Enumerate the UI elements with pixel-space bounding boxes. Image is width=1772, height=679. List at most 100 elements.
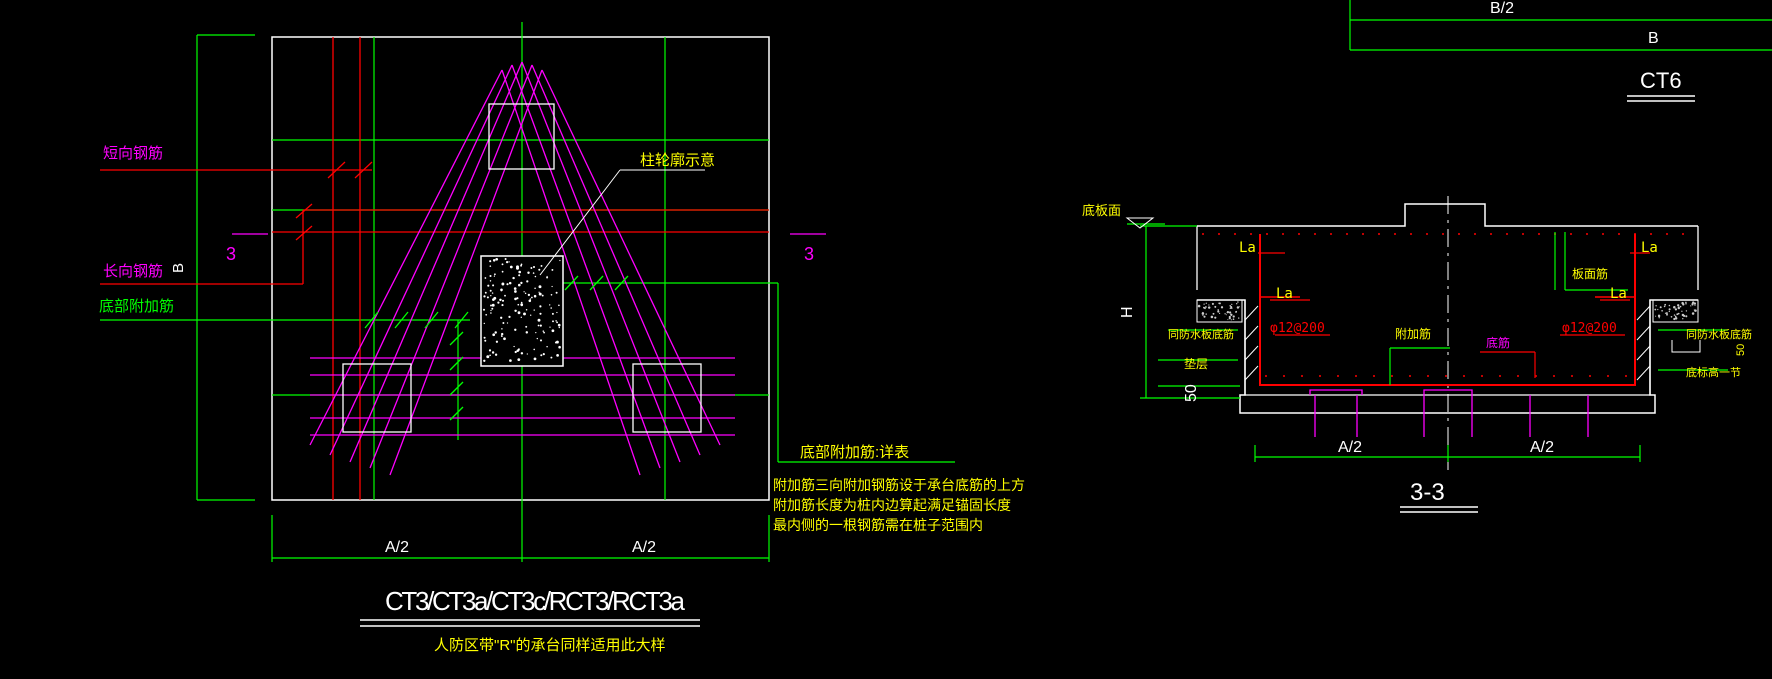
hatch-dot (1217, 310, 1220, 313)
label-face-bar: 板面筋 (1572, 266, 1608, 281)
hatch-dot (1205, 313, 1207, 315)
hatch-dot (1657, 314, 1661, 318)
label-bottom-additional-bar: 底部附加筋 (99, 298, 174, 315)
hatch-dot (1238, 306, 1240, 308)
hatch-dot (1664, 312, 1667, 314)
hatch-dot (501, 299, 505, 302)
leader-column (539, 169, 621, 276)
hatch-dot (1681, 313, 1685, 317)
level-triangle (1125, 217, 1155, 229)
hatch-dot (1681, 310, 1683, 312)
section-dim-left: A/2 (1338, 439, 1362, 456)
hatch-dot (514, 297, 517, 301)
column-outline (480, 255, 564, 367)
hatch-dot (502, 322, 505, 324)
hatch-dot (513, 287, 517, 290)
hatch-dot (542, 353, 545, 356)
hatch-dot (1228, 317, 1231, 320)
hatch-dot (1228, 311, 1232, 314)
note-line-2: 附加筋长度为桩内边算起满足锚固长度 (773, 497, 1011, 513)
dimension-label-a-half-right: A/2 (632, 539, 656, 556)
hatch-dot (533, 309, 535, 311)
hatch-dot (500, 316, 503, 319)
hatch-dot (556, 311, 558, 314)
hatch-dot (539, 312, 542, 315)
hatch-dot (500, 298, 502, 301)
hatch-dot (1203, 306, 1205, 309)
hatch-dot (494, 353, 498, 356)
hatch-dot (483, 336, 486, 339)
hatch-dot (491, 292, 494, 294)
hatch-dot (551, 285, 553, 288)
hatch-dot (1674, 317, 1678, 320)
hatch-dot (1235, 311, 1237, 313)
hatch-dot (1214, 316, 1217, 319)
hatch-dot (492, 259, 496, 262)
hatch-dot (491, 303, 495, 307)
hatch-dot (551, 329, 555, 333)
hatch-dot (1668, 304, 1671, 307)
hatch-dot (518, 274, 521, 277)
hatch-dot (1212, 312, 1215, 315)
section-green-lines (1127, 223, 1728, 462)
hatch-dot (530, 314, 532, 316)
hatch-dot (520, 281, 523, 285)
hatch-dot (1227, 319, 1229, 321)
hatch-dot (539, 339, 543, 342)
hatch-dot (525, 331, 529, 334)
column-concrete-hatch (482, 257, 561, 362)
hatch-dot (538, 292, 542, 296)
hatch-dot (1694, 309, 1697, 312)
label-50: 50 (1183, 384, 1200, 402)
pile-outline (632, 363, 702, 433)
hatch-dot (1230, 305, 1233, 309)
hatch-dot (1225, 314, 1227, 316)
hatch-dot (523, 291, 525, 293)
hatch-dot (1691, 303, 1694, 306)
hatch-dot (1685, 302, 1687, 305)
hatch-dot (517, 358, 521, 361)
hatch-dot (532, 265, 536, 269)
hatch-dot (1663, 305, 1666, 308)
hatch-dot (1685, 310, 1688, 312)
hatch-dot (483, 295, 486, 298)
hatch-dot (520, 352, 524, 355)
hatch-dot (532, 272, 535, 274)
hatch-dot (528, 299, 532, 303)
hatch-dot (1205, 302, 1207, 304)
hatch-dot (557, 323, 561, 327)
label-rebar-right: φ12@200 (1562, 321, 1617, 336)
hatch-dot (1674, 306, 1676, 308)
hatch-dot (525, 308, 528, 311)
hatch-dot (1658, 317, 1660, 319)
hatch-dot (534, 287, 536, 289)
hatch-dot (482, 308, 486, 311)
hatch-dot (513, 345, 515, 348)
hatch-dot (486, 355, 490, 359)
la-leaders (1258, 252, 1650, 378)
label-transverse-bar: 短向钢筋 (103, 145, 163, 162)
hatch-dot (543, 331, 545, 334)
hatch-dot (1659, 306, 1662, 309)
hatch-dot (489, 260, 492, 263)
hatch-dot (550, 307, 553, 309)
pile-cap-outline (271, 36, 770, 501)
hatch-dot (1655, 305, 1657, 307)
note-title: 底部附加筋:详表 (800, 444, 909, 461)
slab-top-outline (1197, 203, 1698, 227)
hatch-dot (509, 265, 513, 269)
label-bottom-bar: 底筋 (1486, 335, 1510, 350)
hatch-dot (495, 340, 499, 343)
hatch-dot (514, 328, 517, 331)
hatch-dot (556, 321, 558, 324)
section-dim-right: A/2 (1530, 439, 1554, 456)
hatch-dot (1664, 303, 1667, 306)
hatch-dot (500, 335, 503, 337)
hatch-dot (490, 304, 492, 307)
hatch-dot (1211, 302, 1214, 305)
hatch-dot (489, 354, 491, 357)
soil-block (1652, 299, 1699, 323)
hatch-dot (516, 297, 519, 300)
hatch-dot (529, 298, 532, 300)
hatch-dot (1202, 314, 1204, 316)
